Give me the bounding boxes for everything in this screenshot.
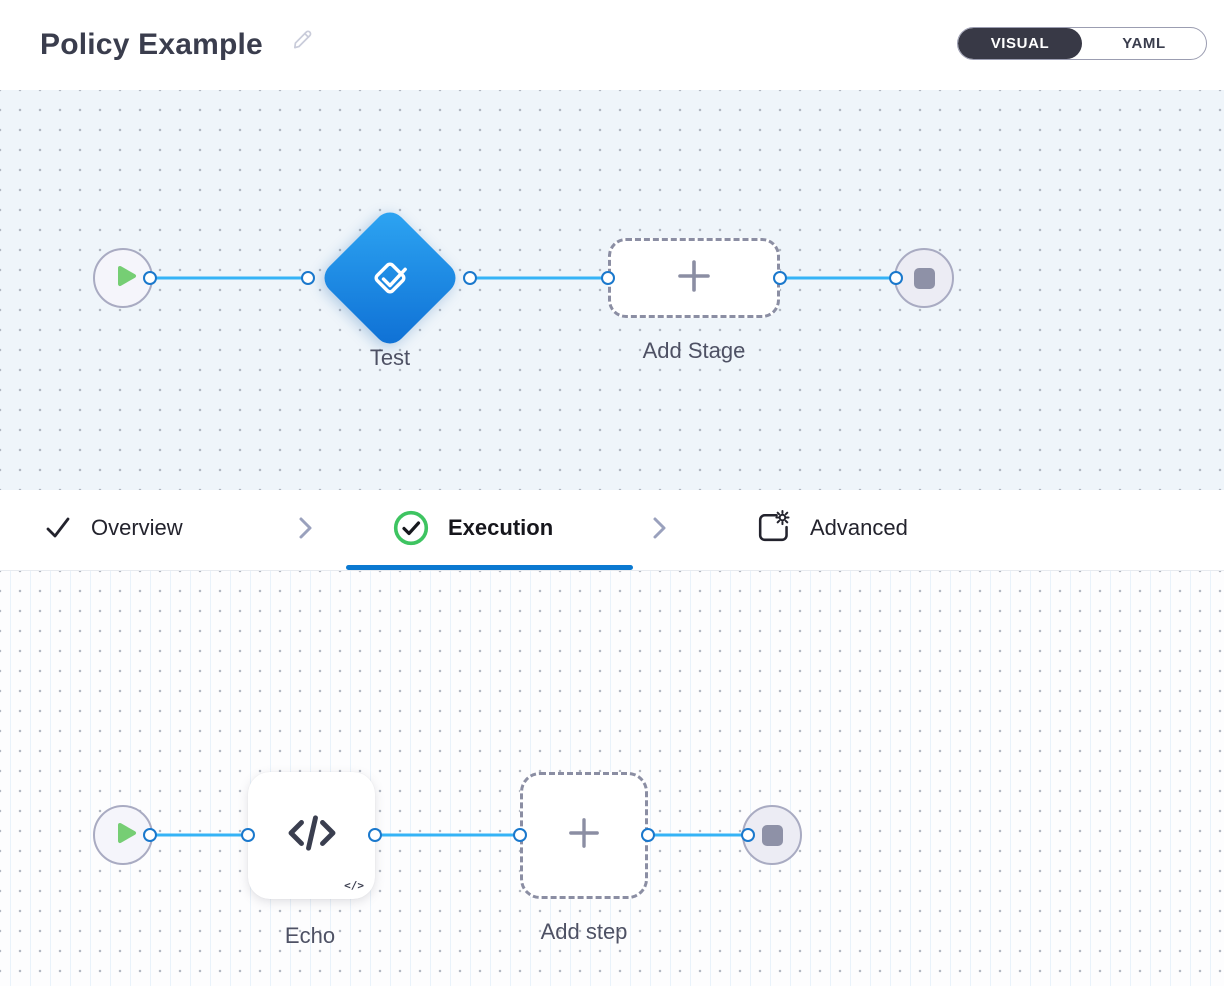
plus-icon xyxy=(677,259,711,298)
pencil-icon xyxy=(291,30,314,55)
tab-execution-label: Execution xyxy=(448,515,554,540)
stop-icon xyxy=(913,267,935,289)
connector-dot[interactable] xyxy=(641,828,655,842)
edge-start-to-step xyxy=(150,833,248,837)
tab-overview[interactable]: Overview xyxy=(43,490,183,566)
connector-dot[interactable] xyxy=(601,271,615,285)
page-header: Policy Example VISUAL YAML xyxy=(0,0,1224,90)
connector-dot[interactable] xyxy=(143,271,157,285)
connector-dot[interactable] xyxy=(513,828,527,842)
step-node-label: Echo xyxy=(284,923,336,948)
code-icon xyxy=(284,805,340,866)
connector-dot[interactable] xyxy=(143,828,157,842)
add-step-label: Add step xyxy=(540,919,628,944)
check-icon xyxy=(43,513,73,543)
panel-gear-icon xyxy=(752,508,792,548)
edge-step-to-addstep xyxy=(375,833,520,837)
connector-dot[interactable] xyxy=(241,828,255,842)
tab-overview-label: Overview xyxy=(91,515,183,540)
edge-addstage-to-end xyxy=(780,276,896,280)
connector-dot[interactable] xyxy=(301,271,315,285)
edit-title-button[interactable] xyxy=(291,28,314,56)
connector-dot[interactable] xyxy=(889,271,903,285)
circle-check-icon xyxy=(392,509,430,547)
add-stage-label: Add Stage xyxy=(642,338,746,363)
tab-advanced[interactable]: Advanced xyxy=(752,490,908,566)
add-stage-button[interactable] xyxy=(608,238,780,318)
connector-dot[interactable] xyxy=(463,271,477,285)
active-tab-indicator xyxy=(346,565,633,570)
connector-dot[interactable] xyxy=(773,271,787,285)
connector-dot[interactable] xyxy=(741,828,755,842)
stage-check-icon xyxy=(339,227,441,329)
chevron-right-icon xyxy=(298,490,314,566)
pipeline-end-node xyxy=(894,248,954,308)
connector-dot[interactable] xyxy=(368,828,382,842)
edge-stage-to-addstage xyxy=(470,276,608,280)
chevron-right-icon xyxy=(652,490,668,566)
view-mode-toggle: VISUAL YAML xyxy=(957,27,1207,60)
code-badge: </> xyxy=(344,879,364,892)
tab-execution[interactable]: Execution xyxy=(392,490,553,566)
stage-config-tabbar: Overview Execution xyxy=(0,490,1224,571)
step-pipeline-canvas[interactable]: </> Echo Add step xyxy=(0,571,1224,986)
stop-icon xyxy=(761,824,783,846)
add-step-button[interactable] xyxy=(520,772,648,899)
plus-icon xyxy=(568,817,600,854)
play-icon xyxy=(113,820,139,851)
toggle-yaml-button[interactable]: YAML xyxy=(1122,35,1166,52)
stage-node-label: Test xyxy=(369,345,411,370)
tab-advanced-label: Advanced xyxy=(810,515,908,540)
step-node-echo[interactable]: </> xyxy=(248,772,375,899)
play-icon xyxy=(113,263,139,294)
edge-addstep-to-end xyxy=(648,833,748,837)
stage-node-test[interactable] xyxy=(317,205,463,351)
edge-start-to-stage xyxy=(150,276,308,280)
toggle-visual-button[interactable]: VISUAL xyxy=(958,28,1082,59)
page-title: Policy Example xyxy=(40,28,263,61)
stage-pipeline-canvas[interactable]: Test Add Stage xyxy=(0,90,1224,490)
